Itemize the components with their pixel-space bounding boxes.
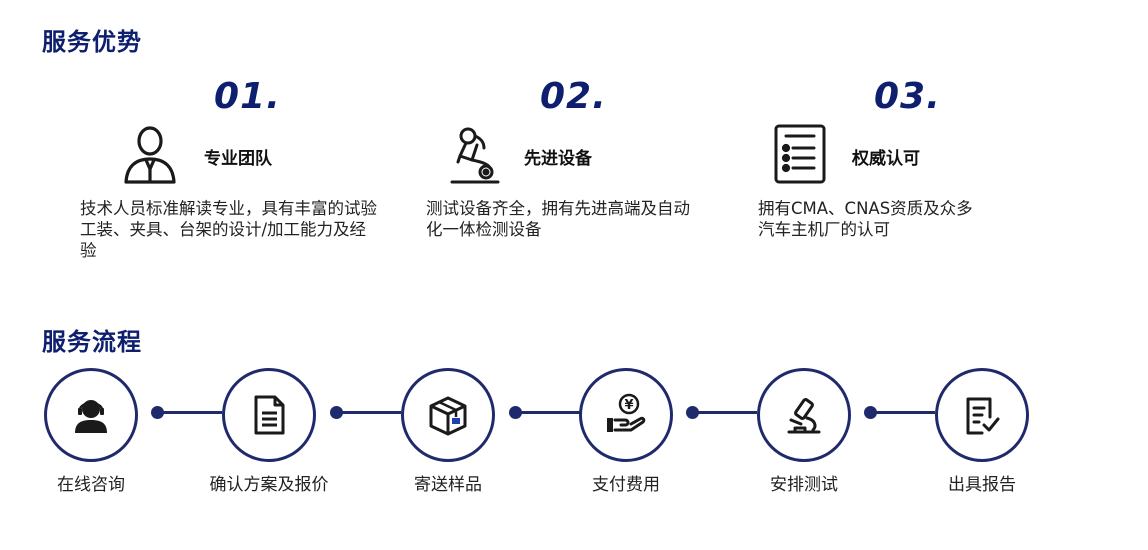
report-icon [966,397,1000,435]
process-step-ship-sample: 寄送样品 [401,364,501,504]
package-icon [429,396,467,436]
step-label: 确认方案及报价 [209,475,329,495]
connector-dot [330,406,343,419]
advantage-number: 02. [540,76,607,117]
step-connector [158,411,222,414]
document-icon [254,395,285,435]
process-step-consult: 在线咨询 [44,364,144,504]
advantage-description: 技术人员标准解读专业，具有丰富的试验工装、夹具、台架的设计/加工能力及经验 [80,199,377,260]
step-label: 安排测试 [770,475,838,495]
process-step-report: 出具报告 [935,364,1035,504]
advantage-name: 先进设备 [524,149,592,169]
person-icon [118,122,182,186]
advantage-card-team: 01. 专业团队 技术人员标准解读专业，具有丰富的试验工装、夹具、台架的设计/加… [78,72,408,282]
connector-dot [686,406,699,419]
step-circle: ¥ [579,368,673,462]
advantage-number: 03. [874,76,941,117]
section-title-advantages: 服务优势 [42,28,142,56]
microscope-icon [446,122,510,186]
step-circle [757,368,851,462]
svg-text:¥: ¥ [624,398,633,413]
microscope-icon [787,398,821,434]
step-label: 寄送样品 [414,475,482,495]
process-step-payment: ¥ 支付费用 [579,364,679,504]
step-connector [693,411,757,414]
process-steps: 在线咨询 确认方案及报价 寄送 [44,364,1044,504]
step-circle [935,368,1029,462]
step-connector [871,411,935,414]
advantage-description: 拥有CMA、CNAS资质及众多汽车主机厂的认可 [758,199,973,239]
step-connector [516,411,580,414]
step-circle [222,368,316,462]
step-label: 支付费用 [592,475,660,495]
connector-dot [509,406,522,419]
advantage-card-equipment: 02. 先进设备 测试设备齐全，拥有先进高端及自动化一体检测设备 [424,72,754,282]
step-circle [44,368,138,462]
process-step-testing: 安排测试 [757,364,857,504]
connector-dot [151,406,164,419]
advantage-name: 权威认可 [852,149,920,169]
section-title-process: 服务流程 [42,328,142,356]
advantage-card-certification: 03. 权威认可 拥有CMA、CNAS资质及众多汽车主机厂的认可 [756,72,1086,282]
advantage-name: 专业团队 [204,149,272,169]
connector-dot [864,406,877,419]
step-connector [337,411,401,414]
step-circle [401,368,495,462]
step-label: 在线咨询 [57,475,125,495]
step-label: 出具报告 [948,475,1016,495]
advantage-number: 01. [214,76,281,117]
customer-service-icon [75,400,107,433]
advantage-description: 测试设备齐全，拥有先进高端及自动化一体检测设备 [426,199,690,239]
checklist-icon [768,122,832,186]
process-step-quote: 确认方案及报价 [210,364,329,504]
payment-icon: ¥ [607,393,646,432]
